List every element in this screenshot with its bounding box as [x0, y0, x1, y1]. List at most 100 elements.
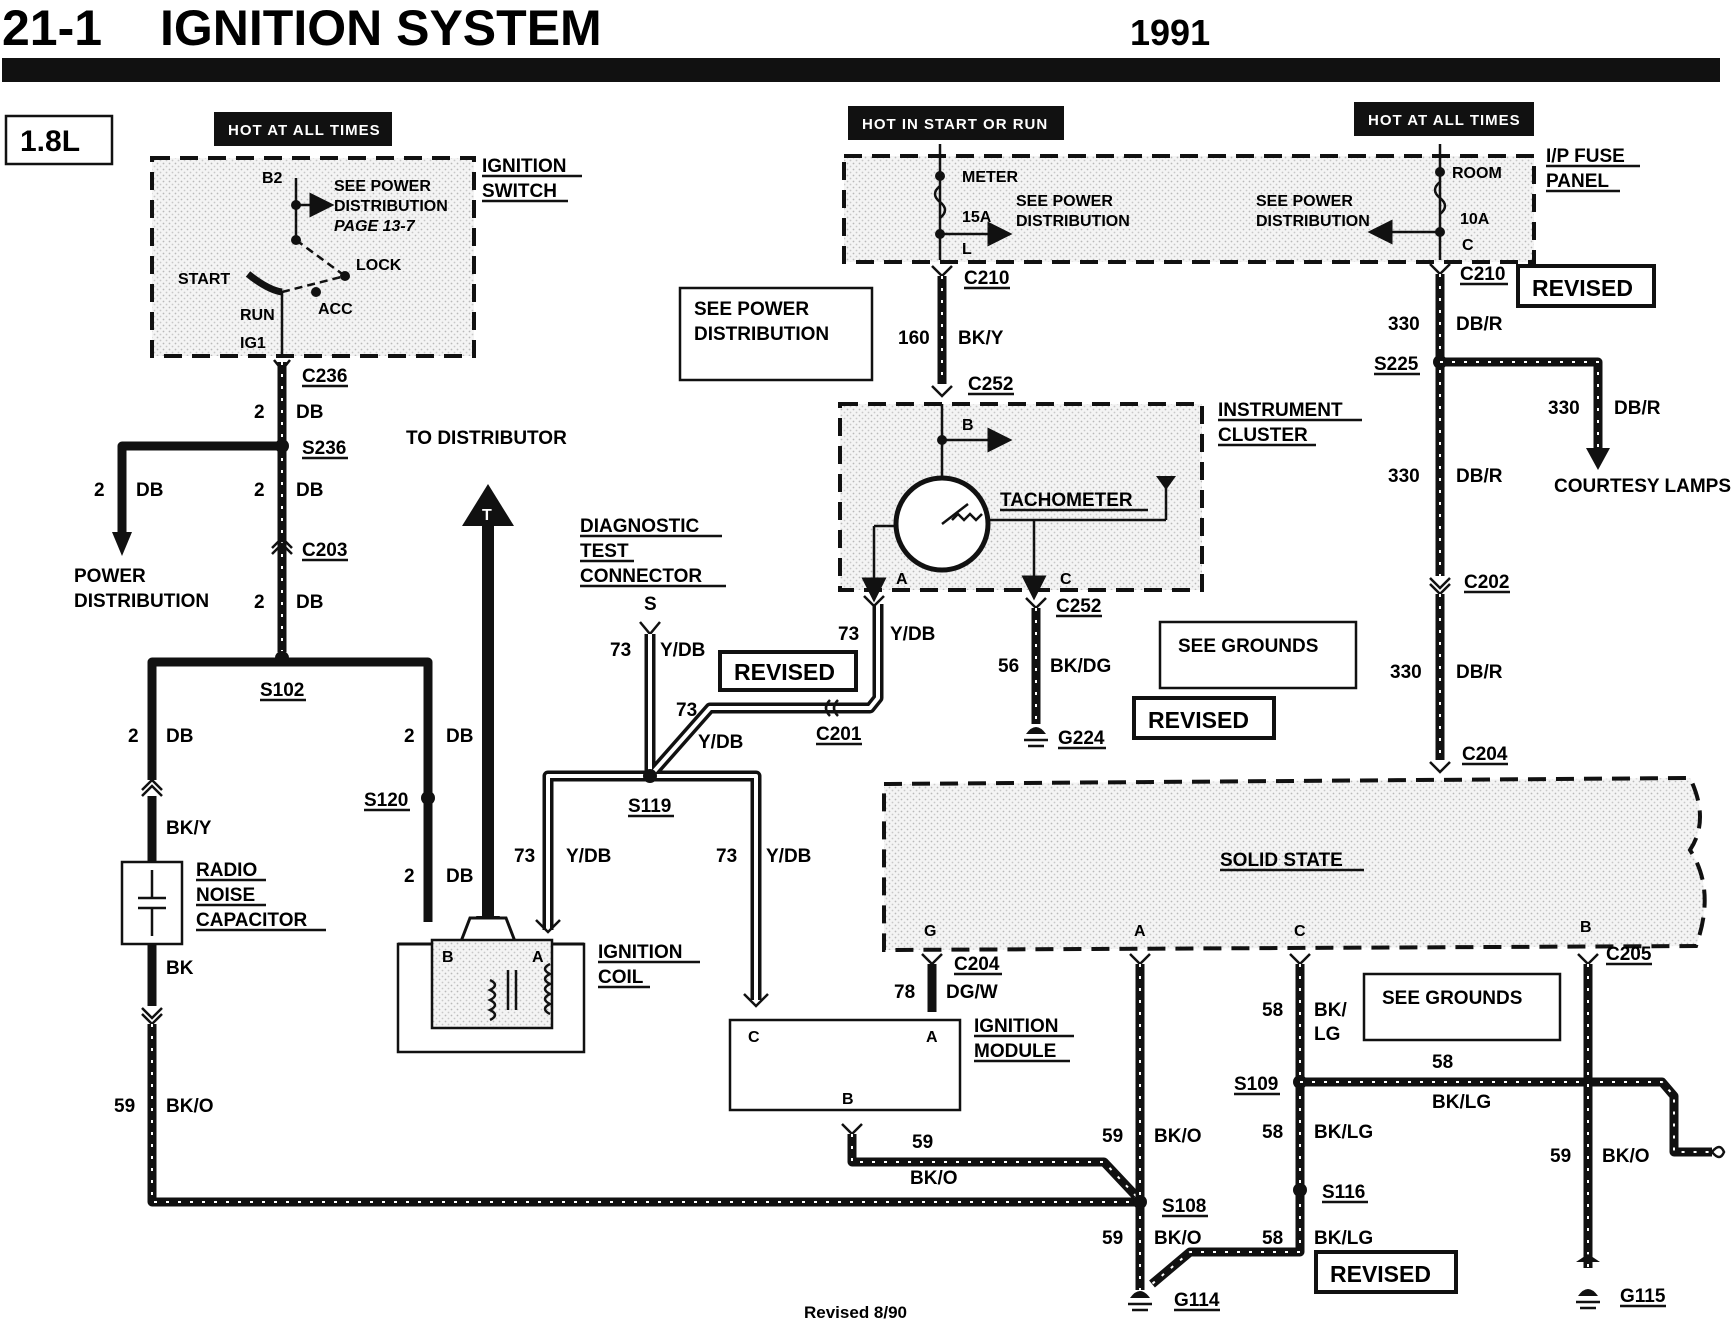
svg-text:73: 73: [676, 700, 697, 721]
svg-text:DISTRIBUTION: DISTRIBUTION: [1016, 213, 1130, 230]
svg-text:2: 2: [94, 480, 105, 501]
svg-text:COIL: COIL: [598, 967, 644, 988]
svg-text:59: 59: [912, 1132, 933, 1153]
svg-text:S102: S102: [260, 680, 304, 701]
svg-text:ROOM: ROOM: [1452, 165, 1502, 182]
svg-text:BK/O: BK/O: [1154, 1126, 1202, 1147]
svg-text:Y/DB: Y/DB: [566, 846, 611, 867]
svg-text:59: 59: [114, 1096, 135, 1117]
svg-text:S108: S108: [1162, 1196, 1206, 1217]
svg-text:SEE POWER: SEE POWER: [1256, 193, 1353, 210]
svg-text:59: 59: [1102, 1228, 1123, 1249]
svg-text:BK/Y: BK/Y: [166, 818, 212, 839]
svg-text:DB/R: DB/R: [1456, 662, 1503, 683]
svg-text:73: 73: [838, 624, 859, 645]
diagnostic-test-connector-label: DIAGNOSTIC: [580, 516, 700, 537]
svg-text:SEE GROUNDS: SEE GROUNDS: [1178, 636, 1318, 657]
svg-text:59: 59: [1550, 1146, 1571, 1167]
power-distribution-label: POWER: [74, 566, 146, 587]
svg-text:HOT AT ALL TIMES: HOT AT ALL TIMES: [1368, 112, 1521, 129]
svg-text:DB: DB: [166, 726, 193, 747]
svg-text:C205: C205: [1606, 944, 1652, 965]
svg-text:REVISED: REVISED: [1532, 275, 1633, 301]
svg-text:MODULE: MODULE: [974, 1041, 1056, 1062]
svg-text:PANEL: PANEL: [1546, 171, 1609, 192]
svg-text:HOT AT ALL TIMES: HOT AT ALL TIMES: [228, 122, 381, 139]
revised-box-3: [1516, 264, 1656, 308]
svg-text:DB: DB: [296, 480, 323, 501]
svg-text:LOCK: LOCK: [356, 257, 402, 274]
svg-text:A: A: [896, 571, 908, 588]
svg-text:REVISED: REVISED: [734, 659, 835, 685]
splice-s116: [1293, 1183, 1307, 1197]
svg-text:C210: C210: [1460, 264, 1505, 285]
svg-text:BK/Y: BK/Y: [958, 328, 1004, 349]
svg-text:BK/O: BK/O: [910, 1168, 958, 1189]
svg-text:DB/R: DB/R: [1614, 398, 1661, 419]
wire-db-power-dist: [117, 441, 282, 538]
tachometer-label: TACHOMETER: [1000, 490, 1133, 511]
svg-text:DG/W: DG/W: [946, 982, 998, 1003]
svg-text:S119: S119: [628, 796, 671, 817]
svg-text:METER: METER: [962, 169, 1018, 186]
svg-text:Y/DB: Y/DB: [766, 846, 811, 867]
svg-text:S109: S109: [1234, 1074, 1278, 1095]
svg-text:BK/O: BK/O: [1602, 1146, 1650, 1167]
svg-text:B: B: [962, 417, 974, 434]
svg-text:DISTRIBUTION: DISTRIBUTION: [694, 324, 829, 345]
svg-text:CLUSTER: CLUSTER: [1218, 425, 1308, 446]
svg-text:160: 160: [898, 328, 930, 349]
engine-badge: [4, 114, 114, 166]
svg-text:2: 2: [128, 726, 139, 747]
svg-text:CONNECTOR: CONNECTOR: [580, 566, 702, 587]
ignition-switch-box: [150, 156, 476, 358]
svg-text:2: 2: [254, 480, 265, 501]
solid-state-label: SOLID STATE: [1220, 850, 1343, 871]
svg-text:BK/O: BK/O: [1154, 1228, 1202, 1249]
svg-text:C236: C236: [302, 366, 347, 387]
svg-text:C252: C252: [1056, 596, 1101, 617]
revised-box-4: [1314, 1250, 1458, 1294]
wire-bko-capacitor: [147, 1024, 1136, 1207]
svg-text:ACC: ACC: [318, 301, 353, 318]
svg-text:C252: C252: [968, 374, 1013, 395]
svg-text:SEE POWER: SEE POWER: [694, 299, 809, 320]
splice-s120: [421, 791, 435, 805]
svg-text:L: L: [962, 241, 972, 258]
svg-text:58: 58: [1432, 1052, 1453, 1073]
svg-text:DB/R: DB/R: [1456, 466, 1503, 487]
page-title: IGNITION SYSTEM: [160, 0, 602, 56]
svg-text:B: B: [842, 1091, 854, 1108]
svg-text:G114: G114: [1174, 1290, 1220, 1311]
svg-text:C202: C202: [1464, 572, 1509, 593]
instrument-cluster-label: INSTRUMENT: [1218, 400, 1343, 421]
svg-text:T: T: [482, 507, 492, 524]
tag-hot-all-times-1: [214, 112, 392, 146]
courtesy-lamps-label: COURTESY LAMPS: [1554, 476, 1731, 497]
svg-text:2: 2: [404, 866, 415, 887]
revised-box-1: [718, 650, 858, 692]
svg-text:LG: LG: [1314, 1024, 1340, 1045]
svg-text:S116: S116: [1322, 1182, 1365, 1203]
svg-text:2: 2: [404, 726, 415, 747]
svg-text:DB/R: DB/R: [1456, 314, 1503, 335]
wire-bko-module: [847, 1134, 1140, 1200]
svg-text:C: C: [748, 1029, 760, 1046]
see-grounds-box-1: [1158, 620, 1358, 690]
see-power-distribution-box: [678, 286, 874, 382]
svg-text:B: B: [442, 949, 454, 966]
svg-text:S120: S120: [364, 790, 408, 811]
svg-text:IG1: IG1: [240, 335, 266, 352]
svg-text:2: 2: [254, 402, 265, 423]
svg-text:SEE POWER: SEE POWER: [1016, 193, 1113, 210]
svg-text:S: S: [644, 594, 657, 615]
tag-hot-start-run: [848, 106, 1064, 140]
ip-fuse-panel-label: I/P FUSE: [1546, 146, 1625, 167]
svg-text:10A: 10A: [1460, 211, 1490, 228]
ignition-coil-label: IGNITION: [598, 942, 682, 963]
svg-text:73: 73: [610, 640, 631, 661]
svg-text:BK/: BK/: [1314, 1000, 1347, 1021]
svg-text:C203: C203: [302, 540, 347, 561]
svg-text:C204: C204: [1462, 744, 1508, 765]
svg-text:BK/LG: BK/LG: [1432, 1092, 1491, 1113]
